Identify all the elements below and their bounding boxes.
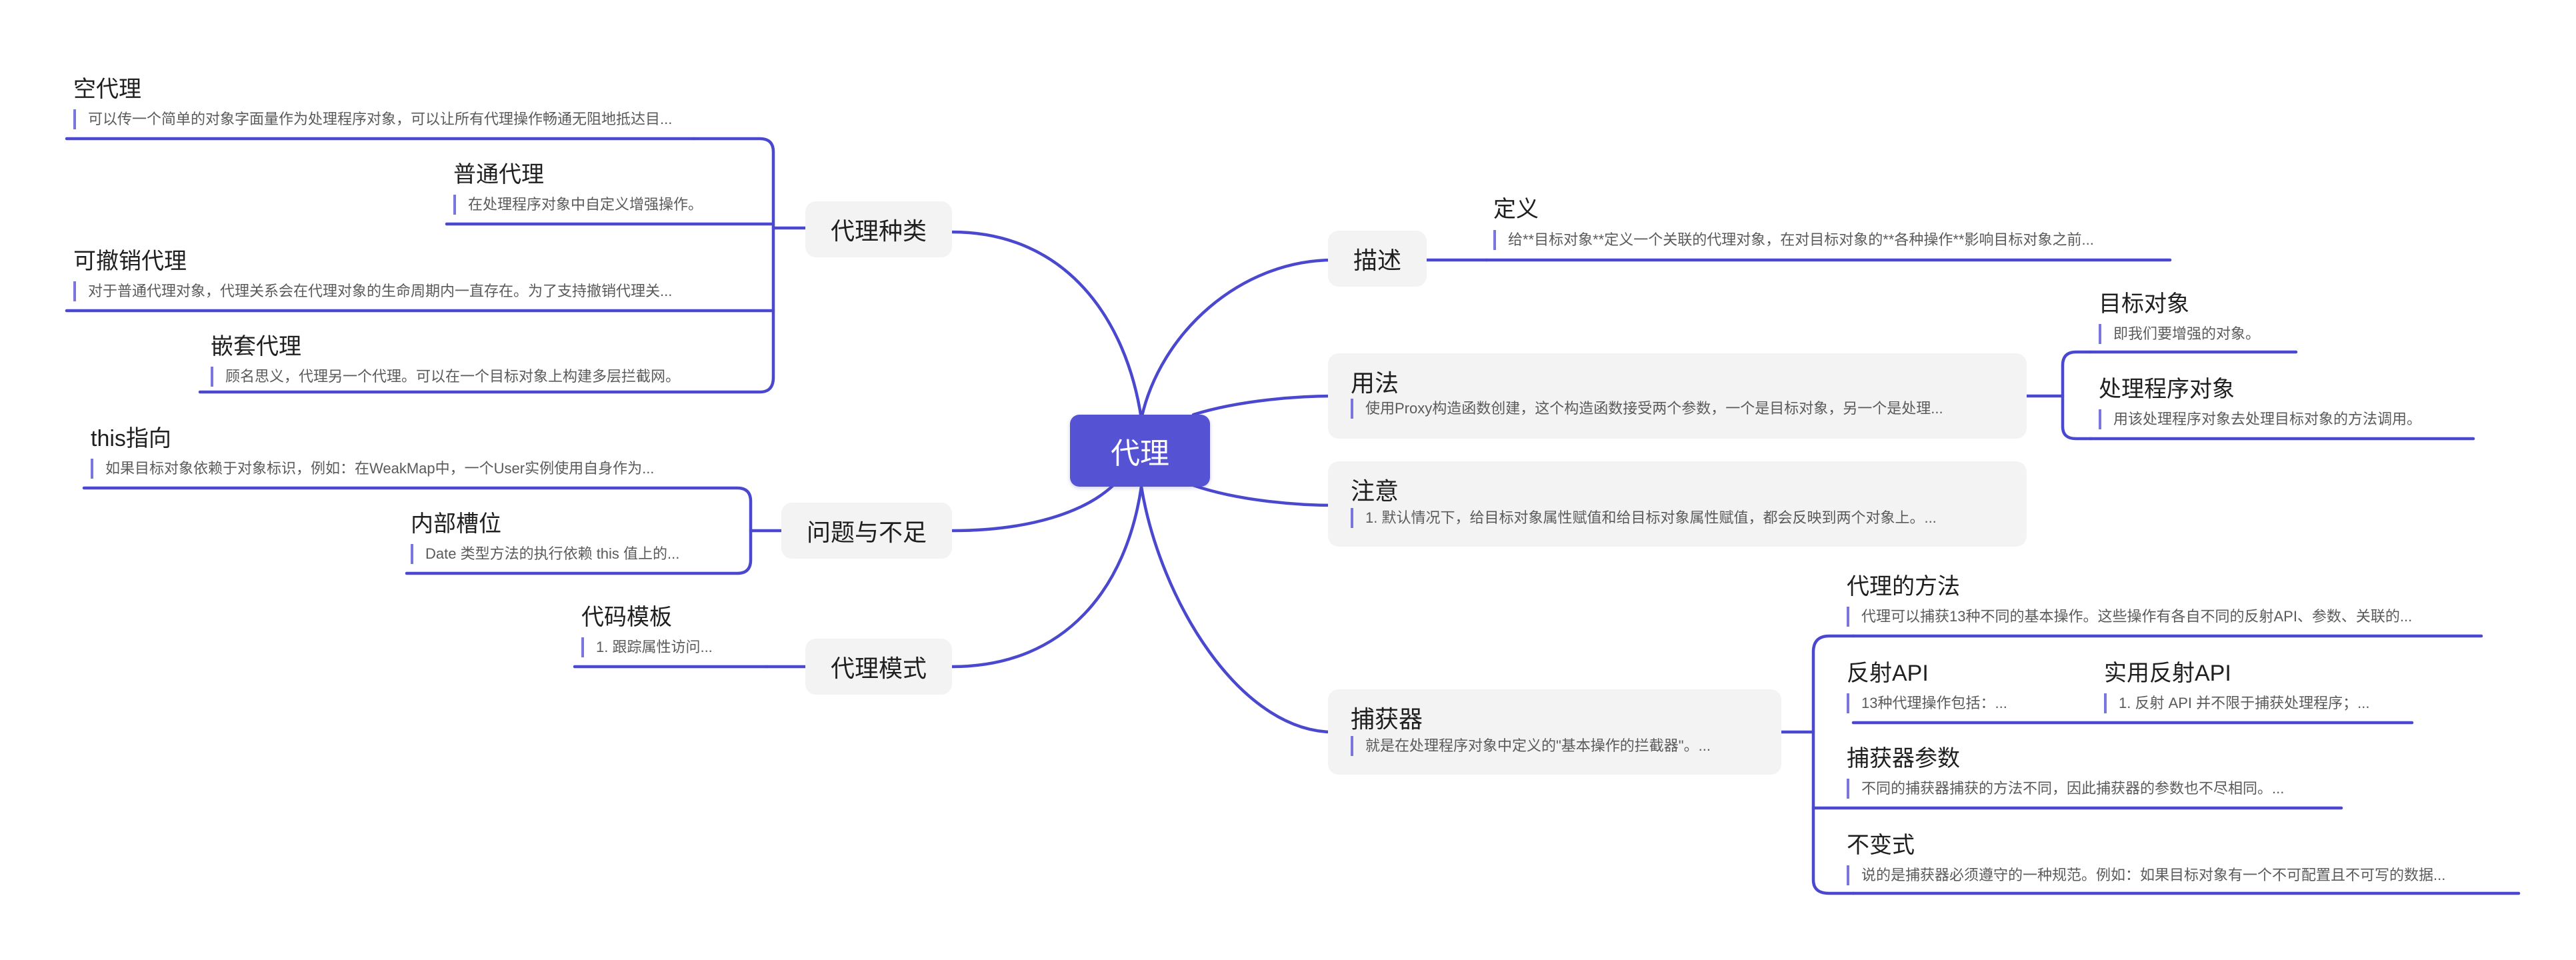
node-issues[interactable]: 问题与不足 [781,503,952,559]
reflect-text: 13种代理操作包括：... [1847,693,2007,713]
revocable-proxy-title: 可撤销代理 [73,249,187,274]
node-issues-label: 问题与不足 [806,519,927,546]
node-pattern-label: 代理模式 [830,655,927,682]
node-trap-card[interactable]: 捕获器 就是在处理程序对象中定义的"基本操作的拦截器"。... [1328,689,1781,775]
node-pattern[interactable]: 代理模式 [805,639,952,695]
node-describe[interactable]: 描述 [1328,231,1427,287]
nested-proxy-text: 顾名思义，代理另一个代理。可以在一个目标对象上构建多层拦截网。 [211,367,680,387]
target-title: 目标对象 [2099,291,2189,317]
revocable-proxy-text: 对于普通代理对象，代理关系会在代理对象的生命周期内一直存在。为了支持撤销代理关.… [73,281,672,301]
normal-proxy-text: 在处理程序对象中自定义增强操作。 [453,195,703,215]
bracket-issues [82,486,753,575]
nested-proxy-title: 嵌套代理 [211,334,301,359]
this-ref-text: 如果目标对象依赖于对象标识，例如：在WeakMap中，一个User实例使用自身作… [91,459,654,479]
node-usage-label: 用法 [1351,369,1399,397]
link-root-pattern [950,485,1143,669]
bracket-trap [1811,634,1855,895]
node-usage-card[interactable]: 用法 使用Proxy构造函数创建，这个构造函数接受两个参数，一个是目标对象，另一… [1328,353,2027,439]
node-trap-text: 就是在处理程序对象中定义的"基本操作的拦截器"。... [1351,736,1711,756]
practical-text: 1. 反射 API 并不限于捕获处理程序；... [2104,693,2369,713]
definition-text: 给**目标对象**定义一个关联的代理对象，在对目标对象的**各种操作**影响目标… [1493,230,2094,250]
bracket-usage [2061,350,2093,441]
target-text: 即我们要增强的对象。 [2099,324,2260,344]
params-text: 不同的捕获器捕获的方法不同，因此捕获器的参数也不尽相同。... [1847,779,2284,799]
definition-title: 定义 [1493,197,1539,222]
link-root-kinds [950,230,1143,421]
template-text: 1. 跟踪属性访问... [581,637,713,657]
node-kinds[interactable]: 代理种类 [805,201,952,257]
node-caution-card[interactable]: 注意 1. 默认情况下，给目标对象属性赋值和给目标对象属性赋值，都会反映到两个对… [1328,461,2027,547]
internal-slot-text: Date 类型方法的执行依赖 this 值上的... [411,544,679,564]
link-root-describe [1139,258,1335,421]
link-root-trap [1139,485,1335,734]
node-usage-text: 使用Proxy构造函数创建，这个构造函数接受两个参数，一个是目标对象，另一个是处… [1351,399,1943,419]
internal-slot-title: 内部槽位 [411,511,501,537]
node-describe-label: 描述 [1353,247,1401,274]
link-root-issues [950,479,1119,533]
invariant-title: 不变式 [1847,833,1915,858]
node-caution-label: 注意 [1351,477,1399,505]
bracket-kinds [198,137,775,394]
node-trap-label: 捕获器 [1351,705,1423,733]
this-ref-title: this指向 [91,426,171,451]
link-root-usage [1191,394,1335,417]
handler-title: 处理程序对象 [2099,377,2235,402]
reflect-title: 反射API [1847,661,1929,686]
params-title: 捕获器参数 [1847,746,1960,771]
empty-proxy-text: 可以传一个简单的对象字面量作为处理程序对象，可以让所有代理操作畅通无阻地抵达目.… [73,109,672,129]
link-root-caution [1191,483,1335,507]
methods-title: 代理的方法 [1847,574,1960,599]
normal-proxy-title: 普通代理 [453,162,544,187]
node-kinds-label: 代理种类 [830,217,927,245]
root-label: 代理 [1111,437,1169,470]
handler-text: 用该处理程序对象去处理目标对象的方法调用。 [2099,409,2421,429]
methods-text: 代理可以捕获13种不同的基本操作。这些操作有各自不同的反射API、参数、关联的.… [1847,607,2412,627]
root-node[interactable]: 代理 [1070,415,1210,487]
template-title: 代码模板 [581,605,672,630]
invariant-text: 说的是捕获器必须遵守的一种规范。例如：如果目标对象有一个不可配置且不可写的数据.… [1847,865,2445,885]
empty-proxy-title: 空代理 [73,77,141,102]
practical-title: 实用反射API [2104,661,2231,686]
node-caution-text: 1. 默认情况下，给目标对象属性赋值和给目标对象属性赋值，都会反映到两个对象上。… [1351,508,1937,528]
